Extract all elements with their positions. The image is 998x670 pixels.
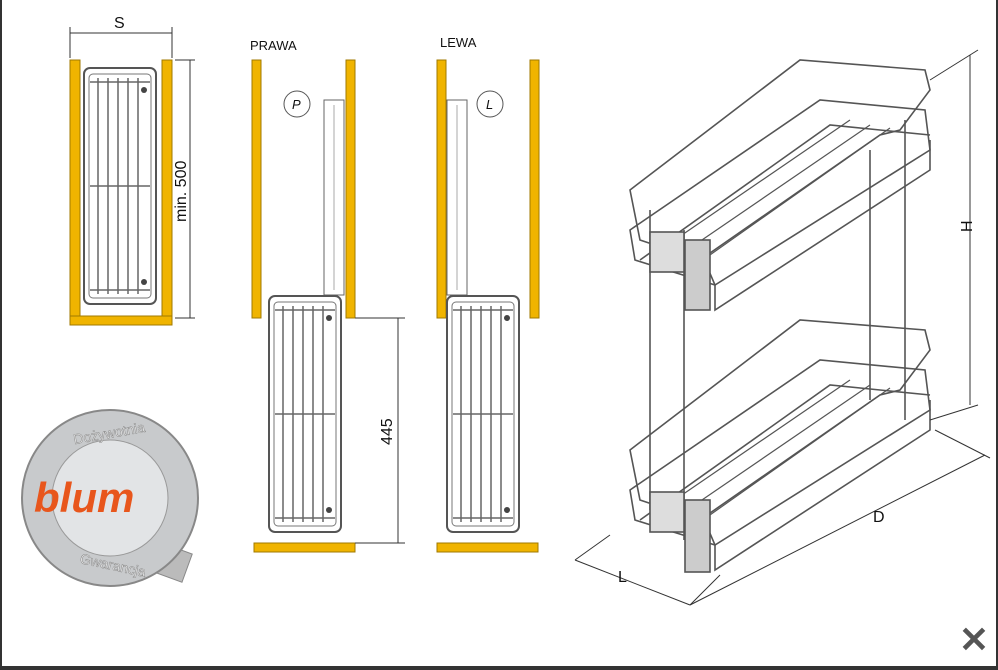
dim-extension: 445 — [379, 418, 396, 445]
dim-d: D — [873, 509, 885, 526]
label-prawa: PRAWA — [250, 38, 297, 53]
dim-l: L — [618, 569, 627, 586]
top-view-cabinet: S min. 500 — [69, 15, 195, 326]
isometric-dimensions — [574, 49, 991, 606]
label-lewa: LEWA — [440, 35, 477, 50]
marker-l: L — [486, 97, 493, 112]
left-hand-view: LEWA L — [436, 35, 540, 553]
dim-s: S — [114, 15, 125, 32]
badge-brand: blum — [34, 474, 134, 521]
dim-min-height: min. 500 — [173, 161, 190, 222]
blum-warranty-badge: Dożywotnia blum Gwarancja — [21, 409, 199, 587]
dim-h: H — [959, 220, 976, 232]
marker-p: P — [292, 97, 301, 112]
isometric-basket — [629, 59, 931, 573]
right-hand-view: PRAWA P 445 — [250, 38, 405, 553]
close-button[interactable]: ✕ — [958, 619, 990, 660]
